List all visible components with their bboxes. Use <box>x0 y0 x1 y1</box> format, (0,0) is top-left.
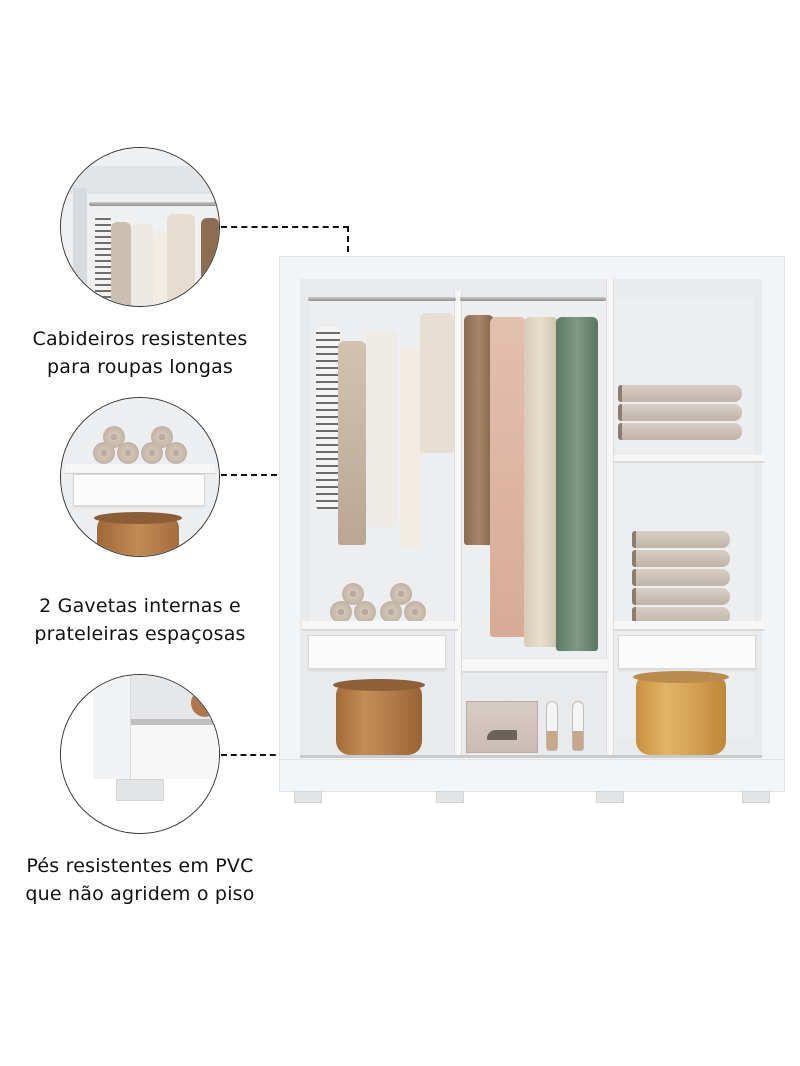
closeup-shelf <box>65 464 215 474</box>
wardrobe <box>279 256 785 803</box>
caption-line: Cabideiros resistentes <box>32 328 248 350</box>
basket-lid <box>633 671 729 683</box>
closeup-pvc-foot <box>116 779 164 801</box>
garment-white-blouse <box>366 331 398 527</box>
towel-roll <box>342 583 364 605</box>
caption-line: para roupas longas <box>46 356 234 378</box>
closeup-basket <box>94 512 182 556</box>
closeup-towel-roll <box>93 442 115 464</box>
shelf-right-upper <box>614 455 764 463</box>
wicker-basket-left <box>333 679 425 755</box>
wardrobe-plinth <box>280 759 784 791</box>
closeup-rod <box>89 202 219 206</box>
closeup-top-panel <box>61 166 219 194</box>
hanging-rod-center <box>460 297 606 301</box>
shoe-box <box>466 701 538 753</box>
closeup-drawer <box>73 474 205 506</box>
folded-towel <box>618 423 742 440</box>
folded-towel <box>632 531 730 548</box>
garment-green-dress <box>556 317 598 651</box>
basket-lid <box>333 679 425 691</box>
drawer-shelf-detail-circle <box>60 397 220 557</box>
garment-cream-dress <box>400 347 422 547</box>
folded-towel <box>632 569 730 586</box>
towel-roll <box>390 583 412 605</box>
high-heel-shoe-left <box>546 701 558 751</box>
folded-towel <box>632 550 730 567</box>
drawer-right <box>618 635 756 669</box>
folded-towel <box>618 404 742 421</box>
towel-stack-bottom <box>632 531 730 626</box>
caption-drawers-shelves: 2 Gavetas internas e prateleiras espaços… <box>0 592 280 648</box>
pvc-foot <box>596 791 624 803</box>
closeup-garment-white <box>131 224 153 306</box>
caption-hanger-rods: Cabideiros resistentes para roupas longa… <box>0 325 280 381</box>
caption-line: que não agridem o piso <box>25 883 255 905</box>
folded-towel <box>618 385 742 402</box>
closeup-garment-beige <box>111 222 131 306</box>
closeup-towel-roll <box>165 442 187 464</box>
high-heel-shoe-right <box>572 701 584 751</box>
closeup-towel-roll <box>141 442 163 464</box>
shelf-right-lower <box>614 621 764 631</box>
garment-linen-jacket <box>420 313 454 453</box>
divider-center-right <box>606 279 614 757</box>
garment-brown-cardigan <box>464 315 494 545</box>
towel-roll <box>354 601 376 623</box>
closeup-basket-lid <box>94 512 182 524</box>
caption-line: prateleiras espaçosas <box>34 623 246 645</box>
folded-towel <box>632 607 730 624</box>
closeup-garment-striped <box>95 214 111 304</box>
shelf-left-lower <box>302 621 458 631</box>
garment-pink-ruffle-dress <box>490 317 526 637</box>
garment-knit-beige <box>338 341 366 545</box>
pvc-foot <box>742 791 770 803</box>
divider-left-center <box>454 291 462 757</box>
closeup-side-panel <box>93 675 131 779</box>
towel-roll <box>404 601 426 623</box>
caption-pvc-feet: Pés resistentes em PVC que não agridem o… <box>0 852 280 908</box>
leader-line-rods-h <box>221 226 349 228</box>
caption-line: Pés resistentes em PVC <box>26 855 254 877</box>
pvc-foot <box>436 791 464 803</box>
closeup-garment-brown <box>201 218 219 306</box>
hanging-rod-left <box>308 297 456 301</box>
leader-line-feet-h <box>221 754 305 756</box>
bottom-shelf-edge <box>300 755 762 758</box>
closeup-garment-cream <box>153 230 167 306</box>
garment-striped-shirt <box>316 327 340 509</box>
towel-roll <box>330 601 352 623</box>
high-heel-icon <box>487 730 517 740</box>
closeup-towel-roll <box>117 442 139 464</box>
closeup-base-edge <box>131 719 219 725</box>
closeup-side-panel <box>73 188 87 306</box>
drawer-left <box>308 635 446 669</box>
towel-stack-top <box>618 385 742 442</box>
pvc-foot-detail-circle <box>60 674 220 834</box>
closeup-base-panel <box>131 725 219 779</box>
hanger-rod-detail-circle <box>60 147 220 307</box>
closeup-garment-linen <box>167 214 195 304</box>
wicker-basket-right <box>633 671 729 755</box>
towel-roll <box>380 601 402 623</box>
pvc-foot <box>294 791 322 803</box>
shelf-center-lower <box>462 659 608 673</box>
garment-champagne-dress <box>524 317 558 647</box>
closeup-basket-edge <box>191 689 219 717</box>
caption-line: 2 Gavetas internas e <box>39 595 241 617</box>
folded-towel <box>632 588 730 605</box>
